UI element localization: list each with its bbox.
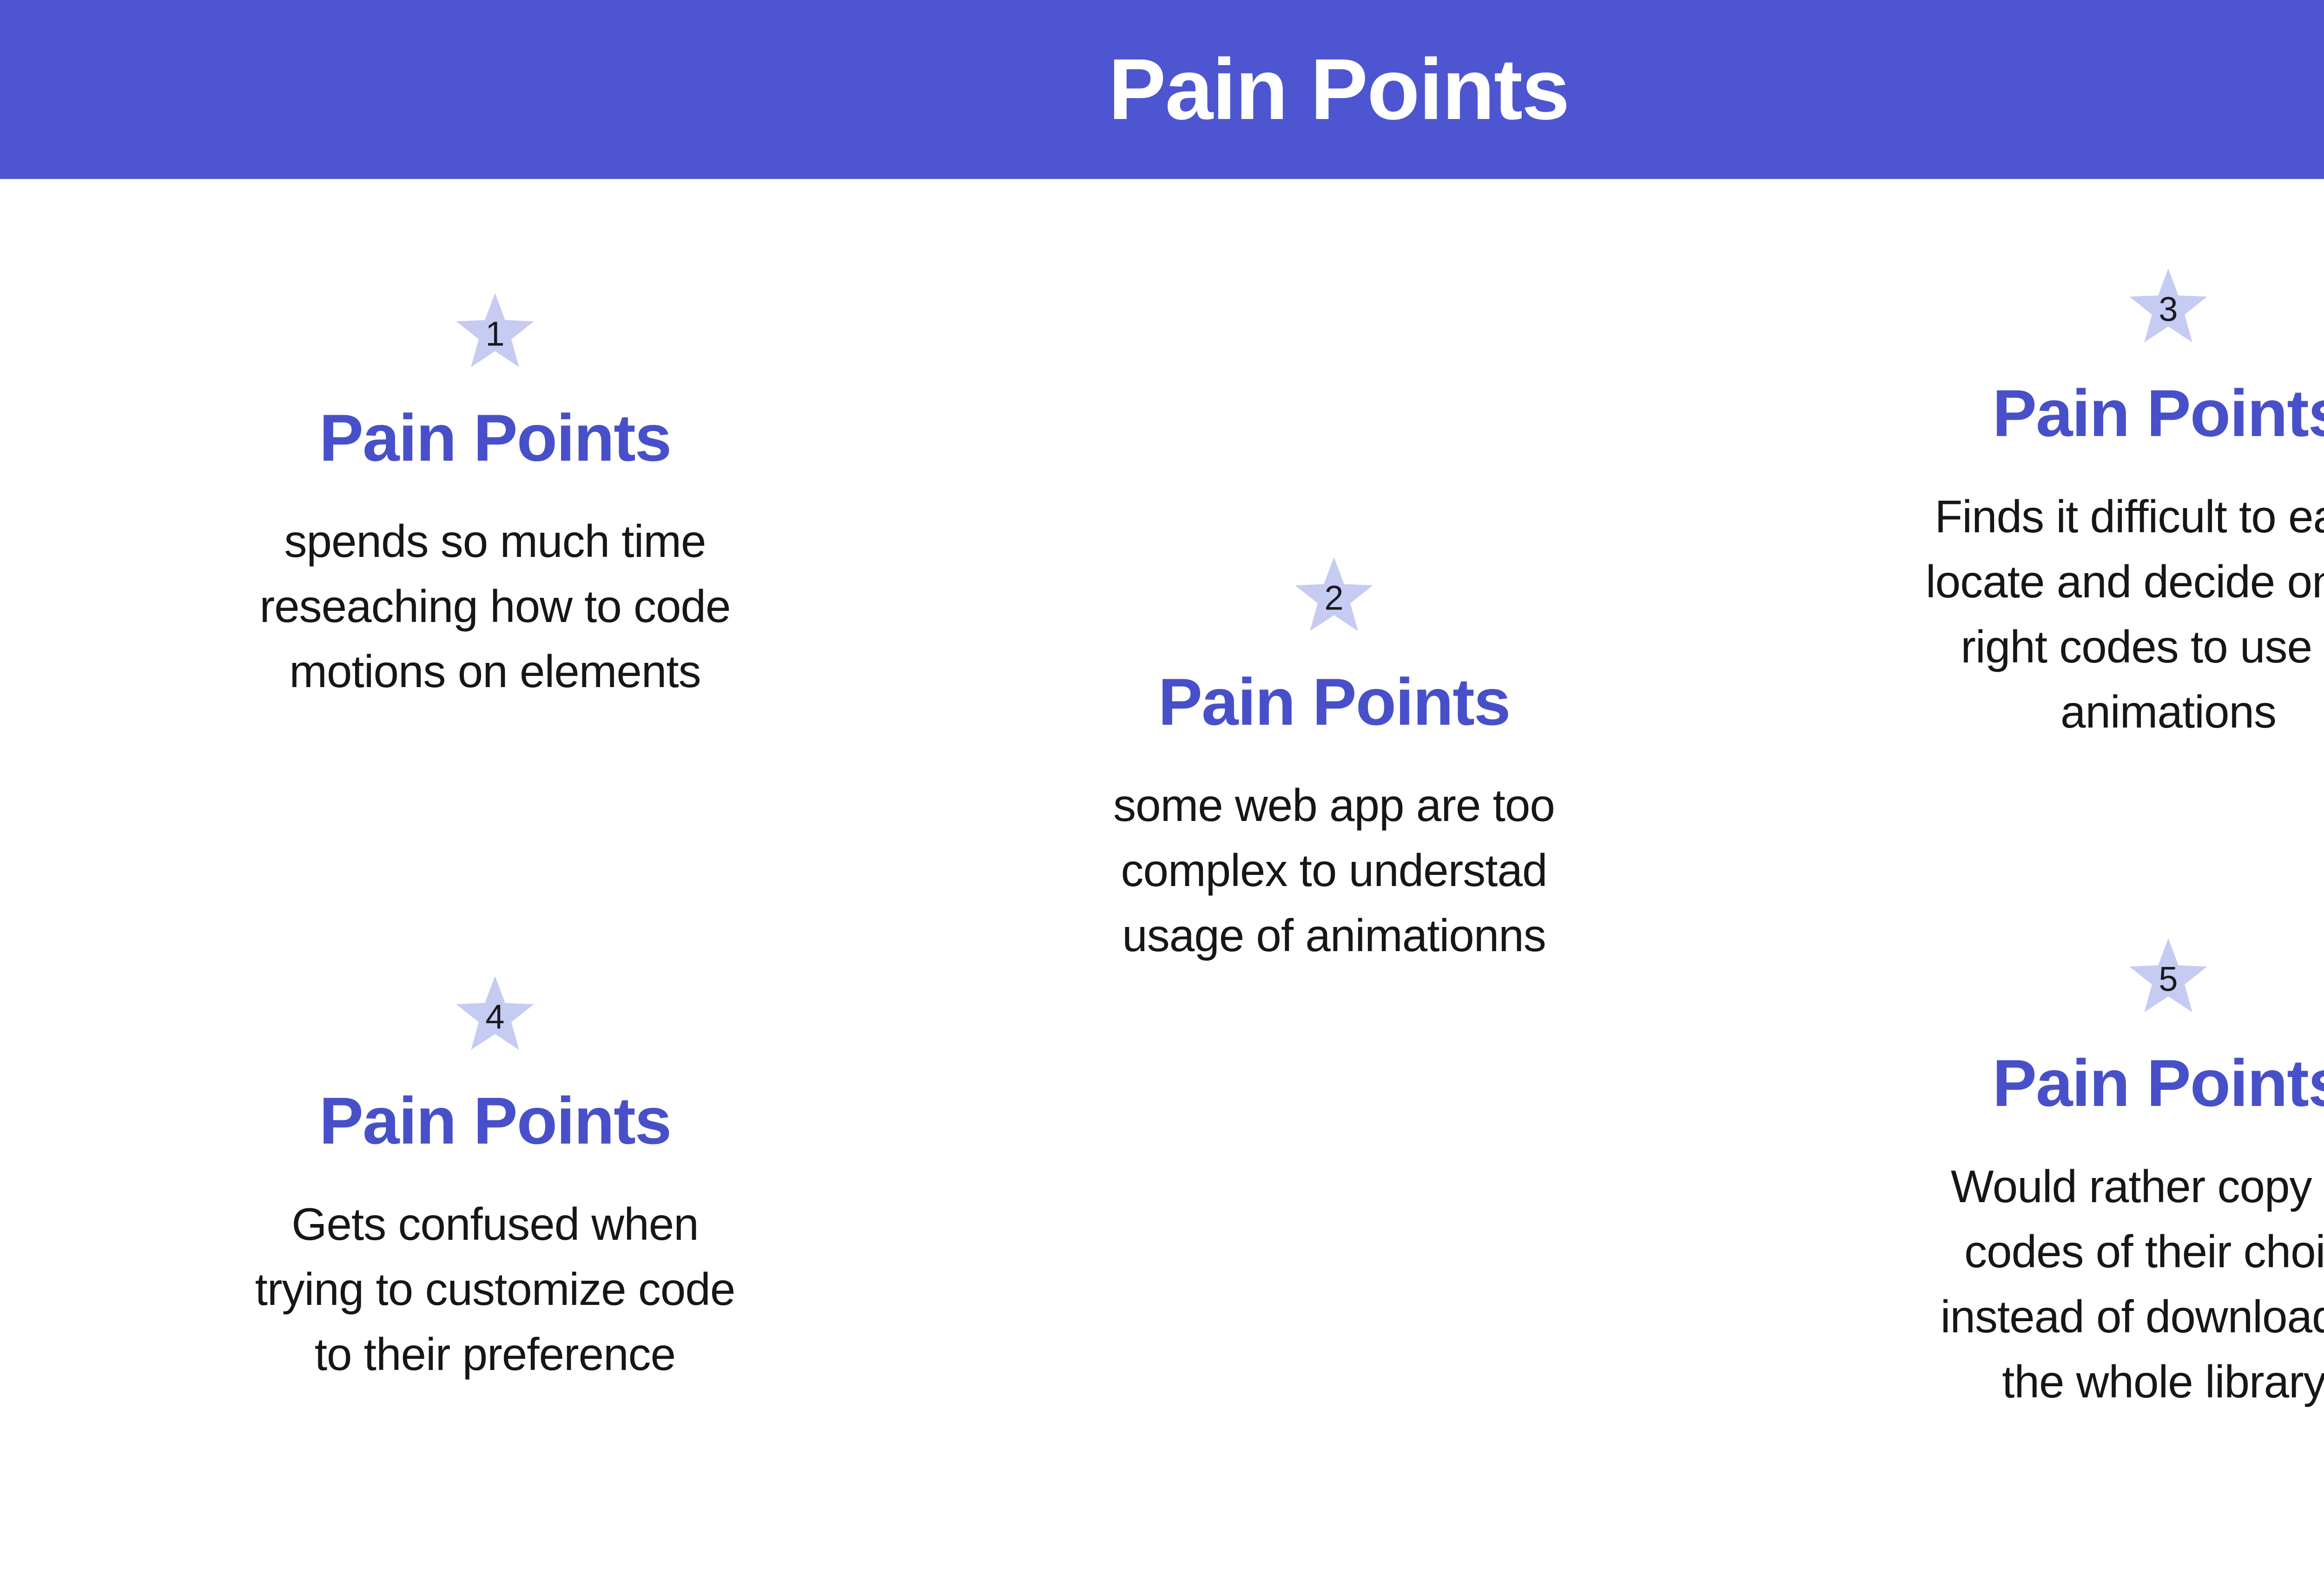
section-body: Would rather copy the codes of their cho… (1941, 1154, 2324, 1414)
page-title: Pain Points (1108, 41, 1570, 138)
section-body: spends so much time reseaching how to co… (259, 509, 731, 704)
section-heading: Pain Points (319, 1084, 672, 1158)
body-line: motions on elements (289, 646, 701, 697)
pain-point-section-3: 3 Pain Points Finds it difficult to easi… (1843, 267, 2324, 744)
star-icon: 4 (454, 974, 536, 1052)
section-heading: Pain Points (1158, 665, 1511, 739)
body-line: instead of downloading (1940, 1291, 2324, 1342)
body-line: spends so much time (284, 516, 706, 567)
section-body: Gets confused when trying to customize c… (255, 1191, 736, 1387)
body-line: Would rather copy the (1951, 1161, 2324, 1212)
pain-point-section-5: 5 Pain Points Would rather copy the code… (1843, 937, 2324, 1414)
star-icon: 2 (1293, 556, 1375, 633)
body-line: the whole library. (2002, 1356, 2324, 1407)
body-line: some web app are too (1113, 780, 1555, 831)
section-body: some web app are too complex to understa… (1113, 773, 1555, 968)
body-line: to their preference (314, 1329, 676, 1380)
body-line: animations (2060, 686, 2277, 737)
body-line: trying to customize code (255, 1264, 736, 1315)
body-line: Gets confused when (291, 1198, 699, 1250)
body-line: locate and decide on the (1926, 556, 2324, 607)
body-line: codes of their choice (1964, 1226, 2324, 1277)
star-number: 5 (2159, 960, 2178, 999)
star-number: 1 (485, 314, 505, 353)
section-heading: Pain Points (319, 401, 672, 475)
header-bar: Pain Points (0, 0, 2324, 179)
section-body: Finds it difficult to easily locate and … (1926, 484, 2324, 744)
pain-point-section-1: 1 Pain Points spends so much time reseac… (170, 291, 820, 704)
body-line: Finds it difficult to easily (1934, 491, 2324, 542)
pain-point-section-2: 2 Pain Points some web app are too compl… (1009, 556, 1659, 968)
star-number: 2 (1324, 578, 1344, 617)
body-line: reseaching how to code (259, 581, 731, 632)
star-icon: 1 (454, 291, 536, 369)
star-number: 3 (2159, 290, 2178, 329)
pain-point-section-4: 4 Pain Points Gets confused when trying … (170, 974, 820, 1387)
body-line: complex to understad (1121, 845, 1548, 896)
section-heading: Pain Points (1992, 1046, 2324, 1120)
star-icon: 5 (2127, 937, 2209, 1014)
star-icon: 3 (2127, 267, 2209, 344)
star-number: 4 (485, 997, 505, 1036)
body-line: right codes to use for (1961, 621, 2324, 672)
section-heading: Pain Points (1992, 377, 2324, 450)
body-line: usage of animationns (1122, 910, 1546, 961)
